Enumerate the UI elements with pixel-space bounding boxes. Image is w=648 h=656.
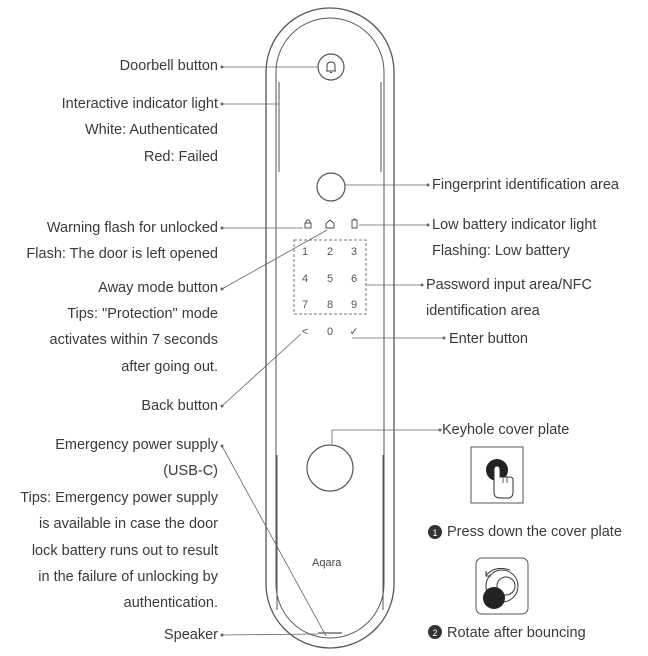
svg-text:2: 2 bbox=[432, 628, 437, 638]
label-emergency-tip-3: lock battery runs out to result bbox=[31, 543, 218, 559]
keyhole-cover-plate[interactable] bbox=[306, 444, 354, 492]
rotate-icon bbox=[475, 557, 529, 615]
keypad-key-6[interactable]: 6 bbox=[350, 273, 358, 285]
label-indicator-title: Interactive indicator light bbox=[61, 96, 218, 112]
label-back: Back button bbox=[141, 398, 218, 414]
label-emergency-tip-5: authentication. bbox=[123, 595, 218, 611]
label-indicator-red: Red: Failed bbox=[143, 149, 218, 165]
fingerprint-area[interactable] bbox=[316, 172, 346, 202]
label-emergency-title: Emergency power supply bbox=[55, 437, 218, 453]
label-warning-flash: Flash: The door is left opened bbox=[26, 246, 218, 262]
lock-body bbox=[265, 7, 395, 649]
label-emergency-tip-2: is available in case the door bbox=[39, 516, 218, 532]
back-button[interactable]: < bbox=[301, 326, 309, 338]
label-speaker: Speaker bbox=[163, 627, 218, 643]
label-emergency-tip-1: Tips: Emergency power supply bbox=[20, 490, 218, 506]
keypad-key-7[interactable]: 7 bbox=[301, 299, 309, 311]
label-battery-flash: Flashing: Low battery bbox=[432, 243, 570, 259]
label-enter: Enter button bbox=[449, 331, 528, 347]
label-step-2: Rotate after bouncing bbox=[447, 625, 586, 641]
label-step-1: Press down the cover plate bbox=[447, 524, 622, 540]
password-input-area[interactable] bbox=[293, 239, 367, 315]
keypad-key-2[interactable]: 2 bbox=[326, 246, 334, 258]
label-password-2: identification area bbox=[426, 303, 540, 319]
svg-text:1: 1 bbox=[432, 528, 437, 538]
label-keyhole: Keyhole cover plate bbox=[442, 422, 570, 438]
label-emergency-tip-4: in the failure of unlocking by bbox=[38, 569, 218, 585]
label-away-tip-1: Tips: "Protection" mode bbox=[67, 306, 218, 322]
home-icon[interactable] bbox=[325, 219, 335, 229]
label-doorbell: Doorbell button bbox=[119, 58, 218, 74]
keypad-key-4[interactable]: 4 bbox=[301, 273, 309, 285]
label-warning-title: Warning flash for unlocked bbox=[46, 220, 218, 236]
label-away-tip-2: activates within 7 seconds bbox=[49, 332, 218, 348]
leader-lines bbox=[221, 66, 444, 637]
keypad-key-8[interactable]: 8 bbox=[326, 299, 334, 311]
finger-press-icon bbox=[470, 446, 524, 504]
doorbell-button[interactable] bbox=[317, 53, 345, 81]
bell-icon bbox=[326, 61, 336, 73]
label-indicator-white: White: Authenticated bbox=[85, 122, 218, 138]
keypad-key-3[interactable]: 3 bbox=[350, 246, 358, 258]
lock-inner-panel bbox=[275, 17, 385, 639]
keypad-key-9[interactable]: 9 bbox=[350, 299, 358, 311]
brand-logo: Aqara bbox=[312, 557, 342, 569]
lock-outer-shell bbox=[265, 7, 395, 649]
label-fingerprint: Fingerprint identification area bbox=[432, 177, 619, 193]
lock-icon bbox=[304, 219, 312, 229]
label-battery-title: Low battery indicator light bbox=[432, 217, 597, 233]
label-password-1: Password input area/NFC bbox=[426, 277, 593, 293]
label-emergency-usb: (USB-C) bbox=[163, 463, 218, 479]
step-number-icon: 2 bbox=[428, 625, 442, 639]
enter-button[interactable]: ✓ bbox=[349, 326, 359, 338]
keypad-key-1[interactable]: 1 bbox=[301, 246, 309, 258]
label-away-tip-3: after going out. bbox=[121, 359, 218, 375]
keypad-key-0[interactable]: 0 bbox=[326, 326, 334, 338]
leader-dots bbox=[220, 65, 446, 637]
keypad-key-5[interactable]: 5 bbox=[326, 273, 334, 285]
step-number-icon: 1 bbox=[428, 525, 442, 539]
battery-icon bbox=[351, 218, 358, 229]
label-away-title: Away mode button bbox=[98, 280, 218, 296]
